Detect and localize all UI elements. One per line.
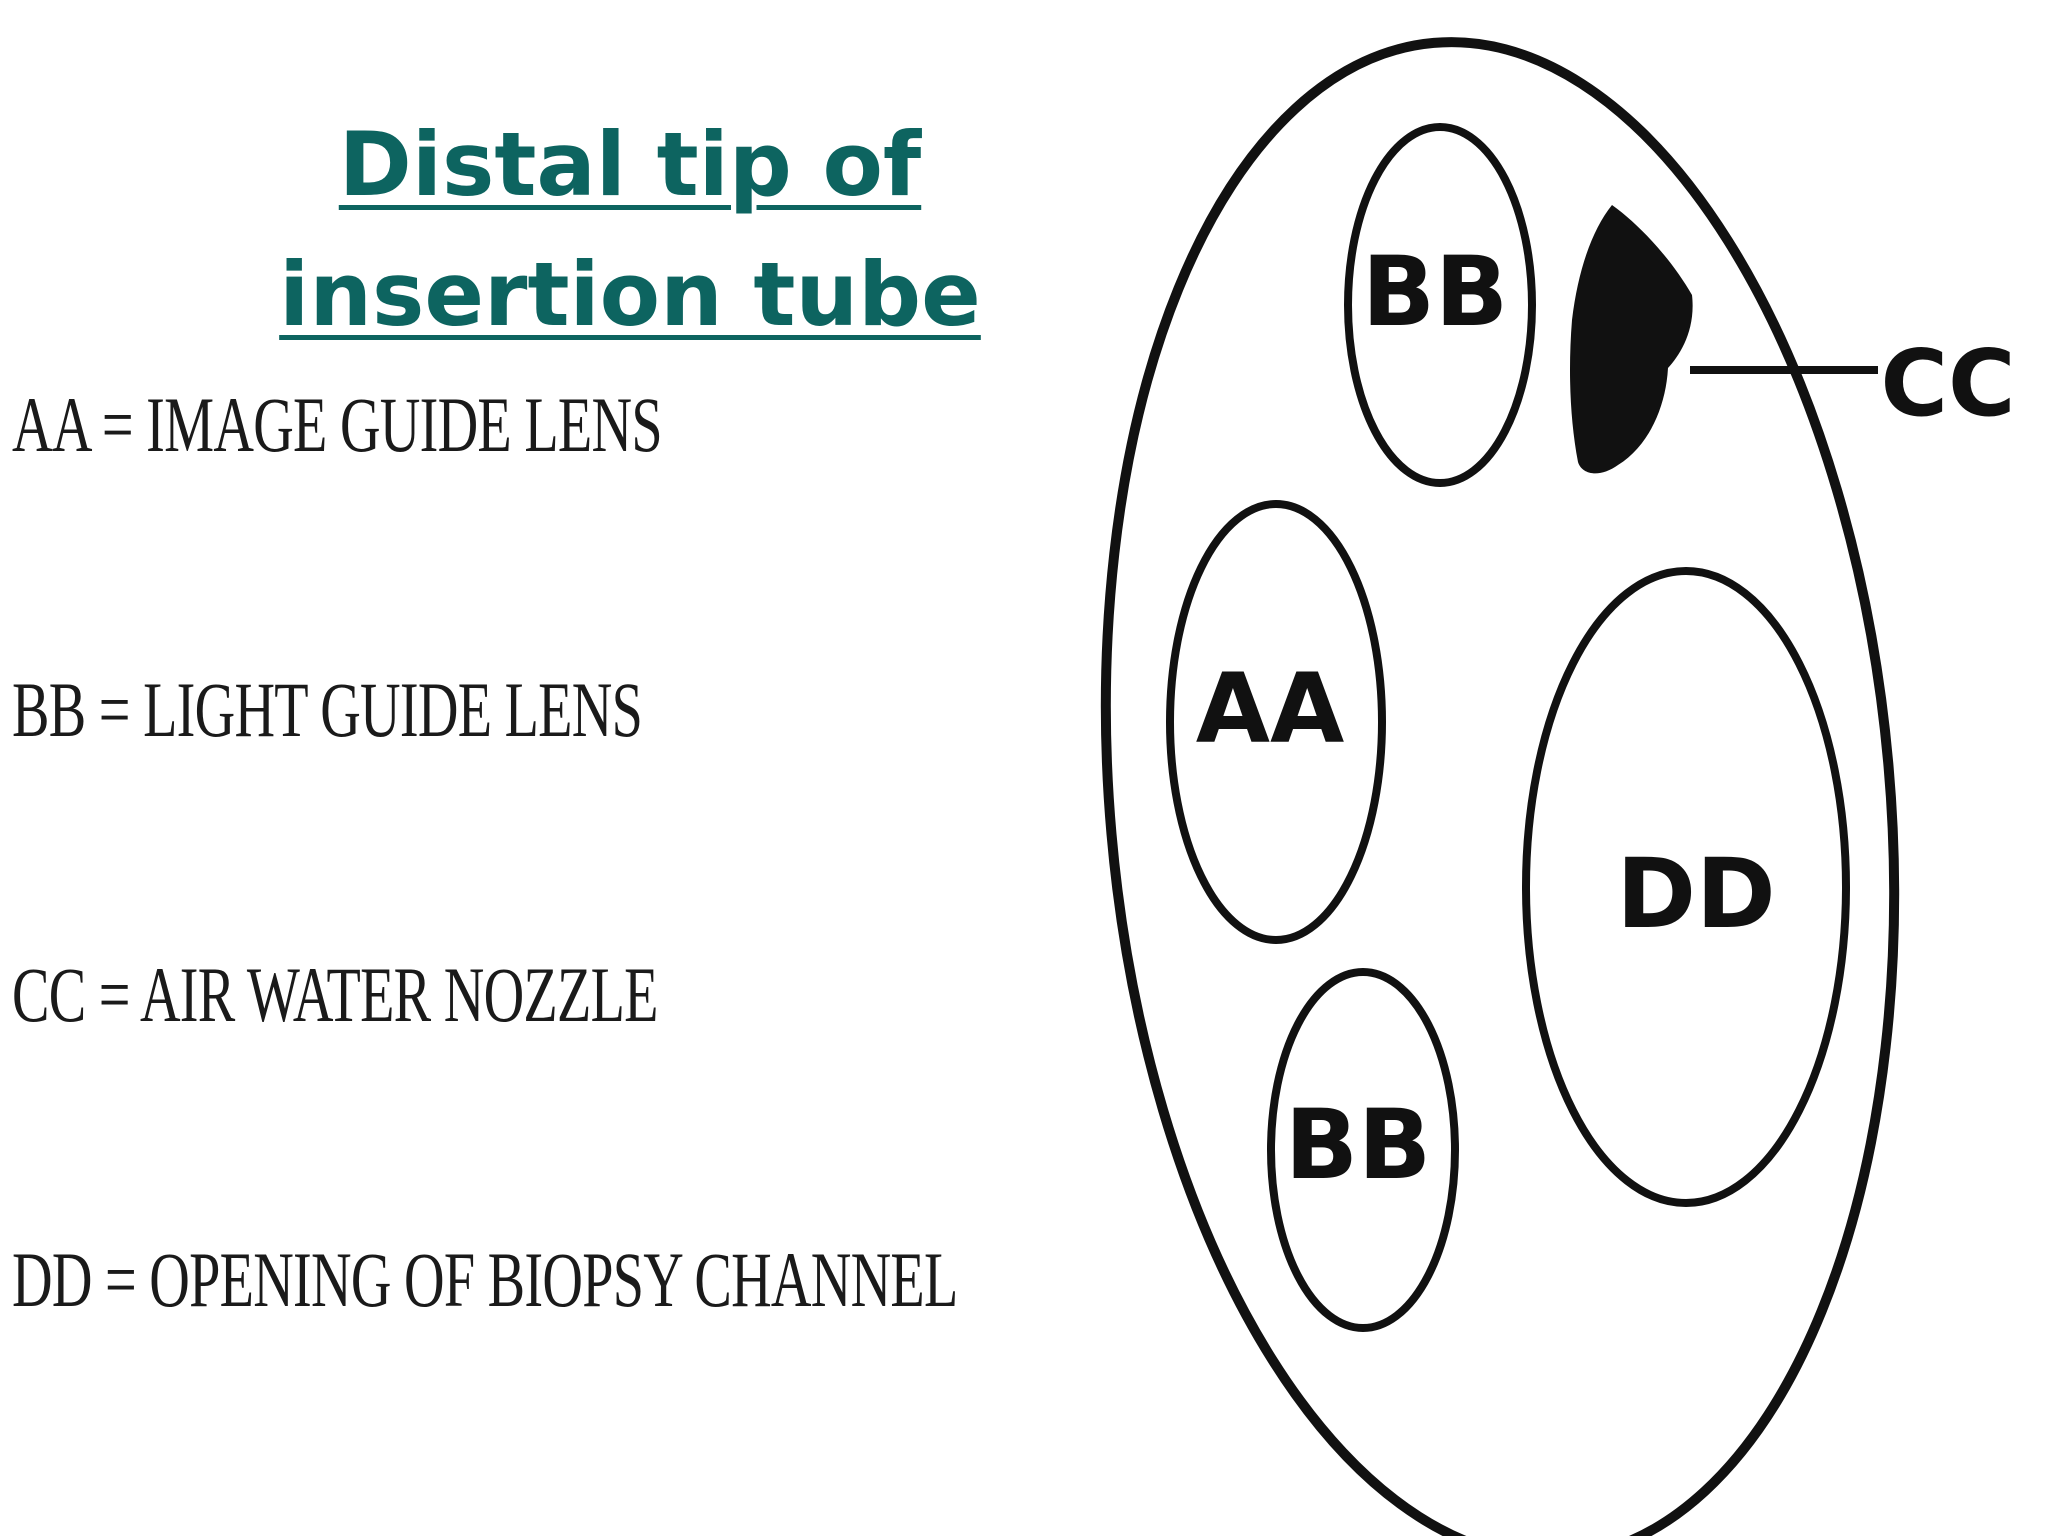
- title-line-1: Distal tip of: [338, 113, 922, 216]
- image-guide-lens: [1166, 500, 1386, 944]
- label-bb-bottom: BB: [1285, 1089, 1431, 1201]
- legend-item-bb: BB = LIGHT GUIDE LENS: [12, 666, 643, 753]
- page-title: Distal tip of insertion tube: [190, 100, 1070, 360]
- light-guide-lens-top: [1344, 123, 1536, 487]
- insertion-tube-outline: [1100, 37, 1900, 1536]
- legend-item-cc: CC = AIR WATER NOZZLE: [12, 951, 658, 1038]
- label-bb-top: BB: [1362, 236, 1508, 348]
- label-aa: AA: [1196, 653, 1345, 765]
- light-guide-lens-bottom: [1267, 968, 1459, 1332]
- biopsy-channel-opening: [1522, 567, 1850, 1207]
- label-dd: DD: [1616, 838, 1775, 950]
- air-water-nozzle: [1570, 205, 1693, 474]
- label-cc: CC: [1880, 330, 2015, 437]
- legend-item-dd: DD = OPENING OF BIOPSY CHANNEL: [12, 1236, 958, 1323]
- legend-item-aa: AA = IMAGE GUIDE LENS: [12, 381, 663, 468]
- title-line-2: insertion tube: [279, 243, 981, 346]
